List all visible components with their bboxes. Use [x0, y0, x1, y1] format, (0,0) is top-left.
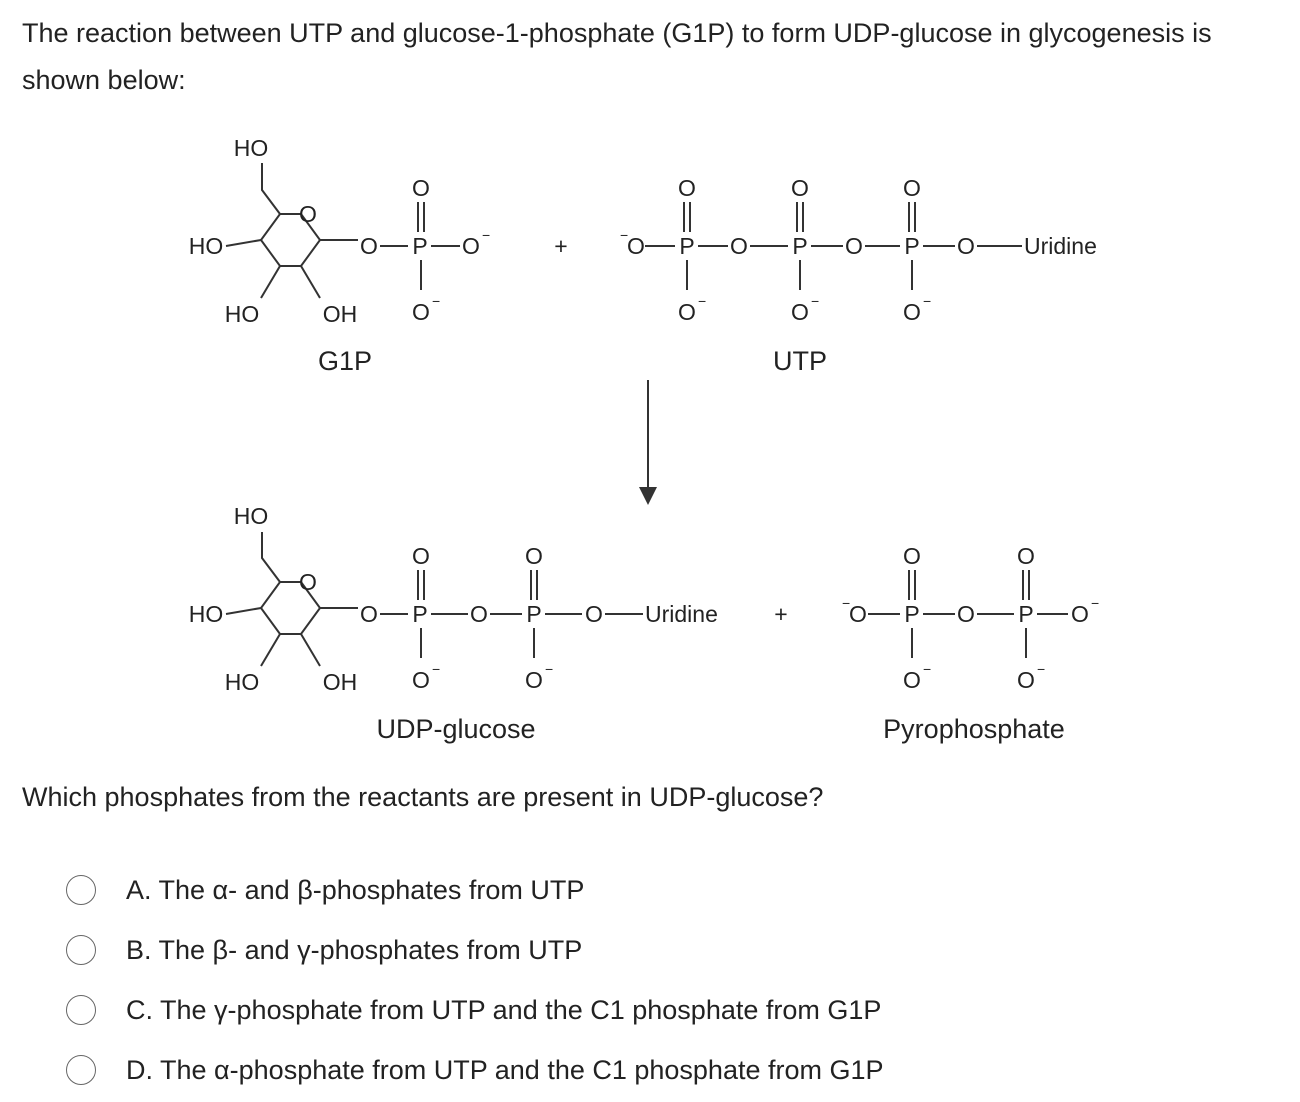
phosphorus: P	[526, 601, 541, 627]
uridine-group: Uridine	[645, 601, 718, 627]
oxygen-anion: O	[627, 233, 645, 259]
bridge-oxygen: O	[585, 601, 603, 627]
radio-button[interactable]	[66, 1055, 96, 1085]
double-bond-oxygen: O	[1017, 543, 1035, 569]
ring-ho-bottom: HO	[225, 301, 260, 327]
double-bond-oxygen: O	[903, 175, 921, 201]
label-g1p: G1P	[318, 346, 372, 376]
oxygen-anion: O	[678, 299, 696, 325]
option-c[interactable]: C. The γ-phosphate from UTP and the C1 p…	[66, 980, 884, 1040]
negative-charge: −	[923, 293, 931, 309]
ring-ho-left: HO	[189, 601, 224, 627]
phosphorus: P	[904, 601, 919, 627]
pyrophosphate-structure: − O P O P O − O O O − O − Pyrophosphate	[842, 543, 1099, 744]
bridge-oxygen: O	[845, 233, 863, 259]
udp-glucose-structure: HO O HO HO OH O P O P O Uridine O O O − …	[189, 503, 718, 744]
oxygen-anion: O	[903, 299, 921, 325]
beta-phosphorus: P	[792, 233, 807, 259]
option-d[interactable]: D. The α-phosphate from UTP and the C1 p…	[66, 1040, 884, 1100]
negative-charge: −	[482, 227, 490, 243]
intro-text: The reaction between UTP and glucose-1-p…	[22, 18, 1212, 95]
utp-structure: − O P O P O P O Uridine O O O O − O − O …	[620, 175, 1097, 376]
negative-charge: −	[1091, 595, 1099, 611]
phosphorus: P	[1018, 601, 1033, 627]
plus-sign-products: +	[774, 601, 787, 627]
option-label: A. The α- and β-phosphates from UTP	[126, 874, 585, 905]
double-bond-oxygen: O	[525, 543, 543, 569]
negative-charge: −	[1037, 661, 1045, 677]
reaction-scheme: HO O HO HO OH O P O O − O − G1P + − O P …	[189, 135, 1099, 744]
negative-charge: −	[923, 661, 931, 677]
negative-charge: −	[842, 595, 850, 611]
label-utp: UTP	[773, 346, 827, 376]
negative-charge: −	[432, 661, 440, 677]
ring-oh-bottom: OH	[323, 301, 358, 327]
oxygen-anion: O	[1071, 601, 1089, 627]
option-label: C. The γ-phosphate from UTP and the C1 p…	[126, 994, 882, 1025]
oxygen-anion: O	[1017, 667, 1035, 693]
double-bond-oxygen: O	[412, 175, 430, 201]
bridge-oxygen: O	[360, 233, 378, 259]
bridge-oxygen: O	[957, 601, 975, 627]
answer-options: A. The α- and β-phosphates from UTP B. T…	[66, 860, 884, 1100]
bridge-oxygen: O	[957, 233, 975, 259]
phosphorus: P	[412, 233, 427, 259]
negative-charge: −	[698, 293, 706, 309]
phosphorus: P	[412, 601, 427, 627]
bridge-oxygen: O	[730, 233, 748, 259]
ring-ho-bottom: HO	[225, 669, 260, 695]
ring-oxygen: O	[299, 569, 317, 595]
gamma-phosphorus: P	[679, 233, 694, 259]
ring-oxygen: O	[299, 201, 317, 227]
option-label: B. The β- and γ-phosphates from UTP	[126, 934, 583, 965]
radio-button[interactable]	[66, 935, 96, 965]
oxygen-anion: O	[462, 233, 480, 259]
oxygen-anion: O	[412, 299, 430, 325]
oxygen-anion: O	[849, 601, 867, 627]
bridge-oxygen: O	[470, 601, 488, 627]
oxygen-anion: O	[791, 299, 809, 325]
negative-charge: −	[545, 661, 553, 677]
double-bond-oxygen: O	[791, 175, 809, 201]
negative-charge: −	[811, 293, 819, 309]
ring-ho-top: HO	[234, 135, 269, 161]
ring-ho-left: HO	[189, 233, 224, 259]
label-pyrophosphate: Pyrophosphate	[883, 714, 1065, 744]
oxygen-anion: O	[412, 667, 430, 693]
option-b[interactable]: B. The β- and γ-phosphates from UTP	[66, 920, 884, 980]
negative-charge: −	[620, 227, 628, 243]
double-bond-oxygen: O	[412, 543, 430, 569]
g1p-structure: HO O HO HO OH O P O O − O − G1P	[189, 135, 490, 376]
radio-button[interactable]	[66, 995, 96, 1025]
option-a[interactable]: A. The α- and β-phosphates from UTP	[66, 860, 884, 920]
radio-button[interactable]	[66, 875, 96, 905]
oxygen-anion: O	[903, 667, 921, 693]
negative-charge: −	[432, 293, 440, 309]
alpha-phosphorus: P	[904, 233, 919, 259]
plus-sign-reactants: +	[554, 233, 567, 259]
oxygen-anion: O	[525, 667, 543, 693]
question-text: Which phosphates from the reactants are …	[22, 782, 824, 812]
uridine-group: Uridine	[1024, 233, 1097, 259]
option-label: D. The α-phosphate from UTP and the C1 p…	[126, 1054, 884, 1085]
double-bond-oxygen: O	[678, 175, 696, 201]
double-bond-oxygen: O	[903, 543, 921, 569]
bridge-oxygen: O	[360, 601, 378, 627]
ring-oh-bottom: OH	[323, 669, 358, 695]
ring-ho-top: HO	[234, 503, 269, 529]
label-udp-glucose: UDP-glucose	[376, 714, 535, 744]
